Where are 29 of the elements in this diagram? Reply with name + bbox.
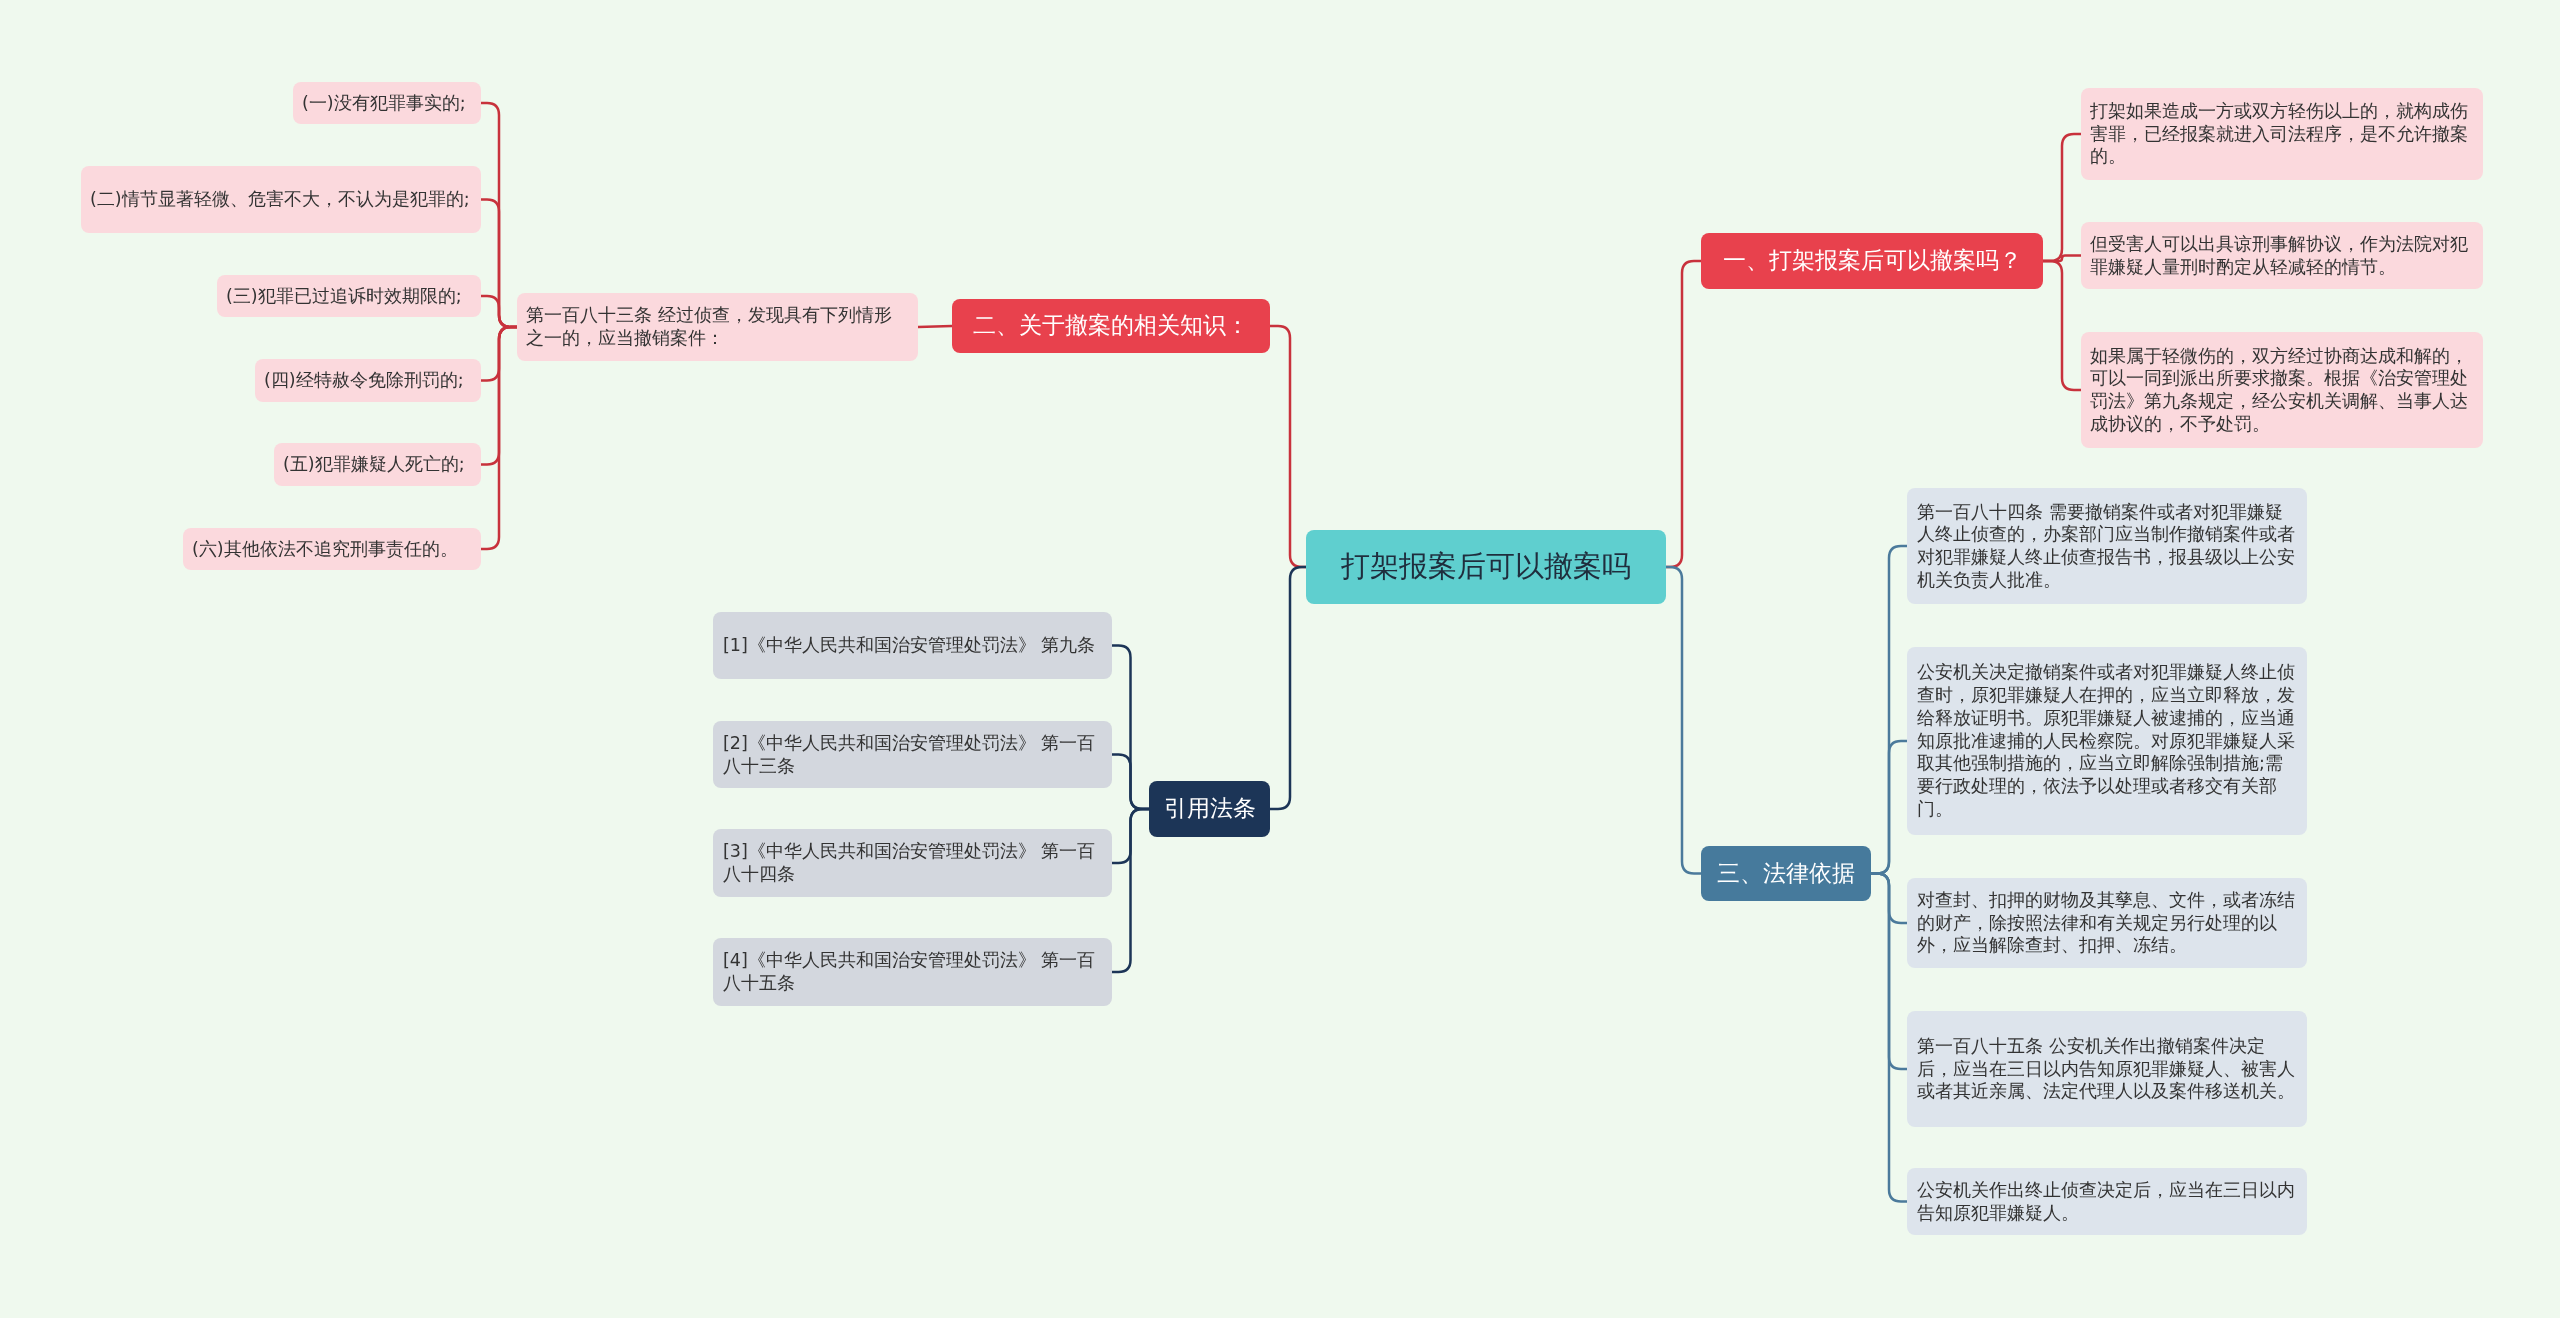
branch-topic-box: 二、关于撤案的相关知识： [952,299,1270,353]
connector [1112,807,1149,974]
note-box: (三)犯罪已过追诉时效期限的; [217,275,481,317]
branch-topic-box: 引用法条 [1149,781,1270,837]
connector [917,324,953,329]
citation-box: [3]《中华人民共和国治安管理处罚法》 第一百八十四条 [713,829,1112,897]
note-box: 第一百八十三条 经过侦查，发现具有下列情形之一的，应当撤销案件： [517,293,918,361]
note-box: (二)情节显著轻微、危害不大，不认为是犯罪的; [81,166,481,233]
note-box: 但受害人可以出具谅刑事解协议，作为法院对犯罪嫌疑人量刑时酌定从轻减轻的情节。 [2081,222,2483,289]
connector [1666,565,1701,875]
note-box: 公安机关作出终止侦查决定后，应当在三日以内告知原犯罪嫌疑人。 [1907,1168,2307,1235]
note-box: 第一百八十五条 公安机关作出撤销案件决定后，应当在三日以内告知原犯罪嫌疑人、被害人或者其近亲属、法定代理人以及案件移送机关。 [1907,1011,2307,1127]
note-box: (一)没有犯罪事实的; [293,82,481,124]
note-box: (六)其他依法不追究刑事责任的。 [183,528,481,570]
branch-topic-box: 一、打架报案后可以撤案吗？ [1701,233,2043,289]
citation-box: [1]《中华人民共和国治安管理处罚法》 第九条 [713,612,1112,679]
note-box: 打架如果造成一方或双方轻伤以上的，就构成伤害罪，已经报案就进入司法程序，是不允许撤案的。 [2081,88,2483,180]
note-box: 对查封、扣押的财物及其孳息、文件，或者冻结的财产，除按照法律和有关规定另行处理的以外，应当解除查封、扣押、冻结。 [1907,878,2307,968]
branch-topic-box: 三、法律依据 [1701,846,1871,901]
note-box: (五)犯罪嫌疑人死亡的; [274,443,481,486]
connector [2043,259,2081,392]
note-box: 公安机关决定撤销案件或者对犯罪嫌疑人终止侦查时，原犯罪嫌疑人在押的，应当立即释放，发给释放证明书。原犯罪嫌疑人被逮捕的，应当通知原批准逮捕的人民检察院。对原犯罪嫌疑人采取其他强制措施的，应当立即解除强制措施;需要行政处理的，依法予以处理或者移交有关部门。 [1907,647,2307,835]
root-topic-box: 打架报案后可以撤案吗 [1306,530,1666,604]
note-box: 如果属于轻微伤的，双方经过协商达成和解的，可以一同到派出所要求撤案。根据《治安管理处罚法》第九条规定，经公安机关调解、当事人达成协议的，不予处罚。 [2081,332,2483,448]
connector [1270,565,1306,811]
citation-box: [2]《中华人民共和国治安管理处罚法》 第一百八十三条 [713,721,1112,788]
note-box: (四)经特赦令免除刑罚的; [255,359,481,402]
citation-box: [4]《中华人民共和国治安管理处罚法》 第一百八十五条 [713,938,1112,1006]
note-box: 第一百八十四条 需要撤销案件或者对犯罪嫌疑人终止侦查的，办案部门应当制作撤销案件或者对犯罪嫌疑人终止侦查报告书，报县级以上公安机关负责人批准。 [1907,488,2307,604]
